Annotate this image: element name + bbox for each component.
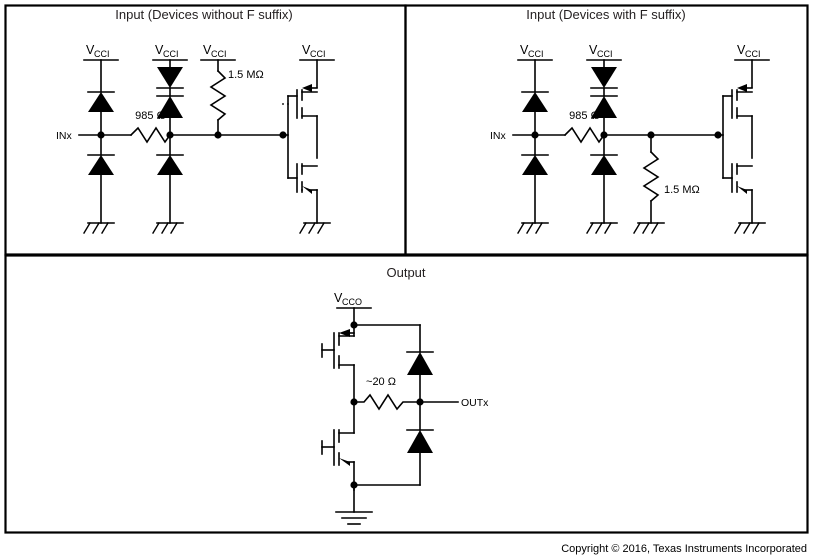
supply-label-p2-c1: V bbox=[520, 43, 529, 57]
pin-label-p1: INx bbox=[56, 130, 73, 142]
supply-label-p1-c1: V bbox=[86, 43, 95, 57]
supply-sublabel-p1-c4: CCI bbox=[310, 49, 326, 59]
supply-sublabel-p1-c2: CCI bbox=[163, 49, 179, 59]
ground-symbol-p1-c1 bbox=[83, 222, 115, 234]
node-dot-p1-2 bbox=[166, 131, 174, 139]
supply-sublabel-p1-c3: CCI bbox=[211, 49, 227, 59]
diode-body-p1-c2-upper bbox=[157, 96, 183, 118]
ground-symbol-p1-c2 bbox=[152, 222, 184, 234]
node-dot-p2-3 bbox=[647, 131, 655, 139]
resistor-series-p3 bbox=[353, 393, 421, 411]
diode-body-p3-lower bbox=[407, 430, 433, 453]
panel-title-output: Output bbox=[386, 265, 425, 280]
node-dot-p2-4 bbox=[714, 131, 722, 139]
supply-sublabel-p2-c2: CCI bbox=[597, 49, 613, 59]
pmos-transistor-p3 bbox=[321, 324, 355, 369]
ground-symbol-p1-inverter bbox=[299, 222, 331, 234]
nmos-transistor-p1 bbox=[296, 163, 318, 194]
nmos-transistor-p3 bbox=[321, 429, 355, 466]
zener-body-p1-c2 bbox=[157, 67, 183, 88]
diode-body-p2-c1-lower bbox=[522, 155, 548, 175]
supply-sublabel-p1-c1: CCI bbox=[94, 49, 110, 59]
supply-sublabel-p2-c1: CCI bbox=[528, 49, 544, 59]
diode-body-p2-c2-lower bbox=[591, 155, 617, 175]
diode-body-p2-c1-upper bbox=[522, 92, 548, 112]
resistor-label-pulldown-p2: 1.5 MΩ bbox=[664, 184, 700, 196]
ground-symbol-p2-c3 bbox=[633, 222, 665, 234]
panel-border-output bbox=[4, 254, 809, 534]
supply-label-p1-c2: V bbox=[155, 43, 164, 57]
supply-sublabel-p3: CCO bbox=[342, 297, 362, 307]
supply-sublabel-p2-c4: CCI bbox=[745, 49, 761, 59]
zener-body-p2-c2 bbox=[591, 67, 617, 88]
resistor-label-series-p3: ~20 Ω bbox=[366, 376, 396, 388]
resistor-label-series-p2: 985 Ω bbox=[569, 110, 599, 122]
ground-symbol-p2-c2 bbox=[586, 222, 618, 234]
supply-label-p3: V bbox=[334, 291, 343, 305]
copyright-notice: Copyright © 2016, Texas Instruments Inco… bbox=[561, 543, 807, 555]
diode-body-p3-upper bbox=[407, 352, 433, 375]
resistor-pulldown-p2 bbox=[642, 150, 660, 203]
panel-title-input-no-f: Input (Devices without F suffix) bbox=[115, 7, 293, 22]
ground-symbol-p2-c1 bbox=[517, 222, 549, 234]
ground-symbol-p3 bbox=[335, 511, 373, 525]
supply-label-p2-c2: V bbox=[589, 43, 598, 57]
resistor-label-series-p1: 985 Ω bbox=[135, 110, 165, 122]
pin-label-p2: INx bbox=[490, 130, 507, 142]
node-dot-p1-3 bbox=[214, 131, 222, 139]
panel-title-input-f: Input (Devices with F suffix) bbox=[526, 7, 685, 22]
nmos-transistor-p2 bbox=[731, 163, 753, 194]
node-dot-p1-1 bbox=[97, 131, 105, 139]
panel-border-input-f bbox=[404, 4, 809, 256]
resistor-pullup-p1 bbox=[209, 69, 227, 122]
node-dot-p1-4 bbox=[279, 131, 287, 139]
resistor-series-p1 bbox=[129, 126, 172, 144]
pmos-transistor-p2 bbox=[731, 84, 753, 119]
ground-symbol-p2-inverter bbox=[734, 222, 766, 234]
diode-body-p2-c2-upper bbox=[591, 96, 617, 118]
supply-label-p1-c3: V bbox=[203, 43, 212, 57]
diode-body-p1-c1-upper bbox=[88, 92, 114, 112]
diode-body-p1-c2-lower bbox=[157, 155, 183, 175]
supply-label-p2-c4: V bbox=[737, 43, 746, 57]
pin-label-p3: OUTx bbox=[461, 397, 489, 409]
resistor-label-pullup-p1: 1.5 MΩ bbox=[228, 69, 264, 81]
resistor-series-p2 bbox=[563, 126, 606, 144]
node-dot-p2-2 bbox=[600, 131, 608, 139]
supply-label-p1-c4: V bbox=[302, 43, 311, 57]
node-dot-p2-1 bbox=[531, 131, 539, 139]
diode-body-p1-c1-lower bbox=[88, 155, 114, 175]
pmos-transistor-p1 bbox=[282, 84, 318, 119]
